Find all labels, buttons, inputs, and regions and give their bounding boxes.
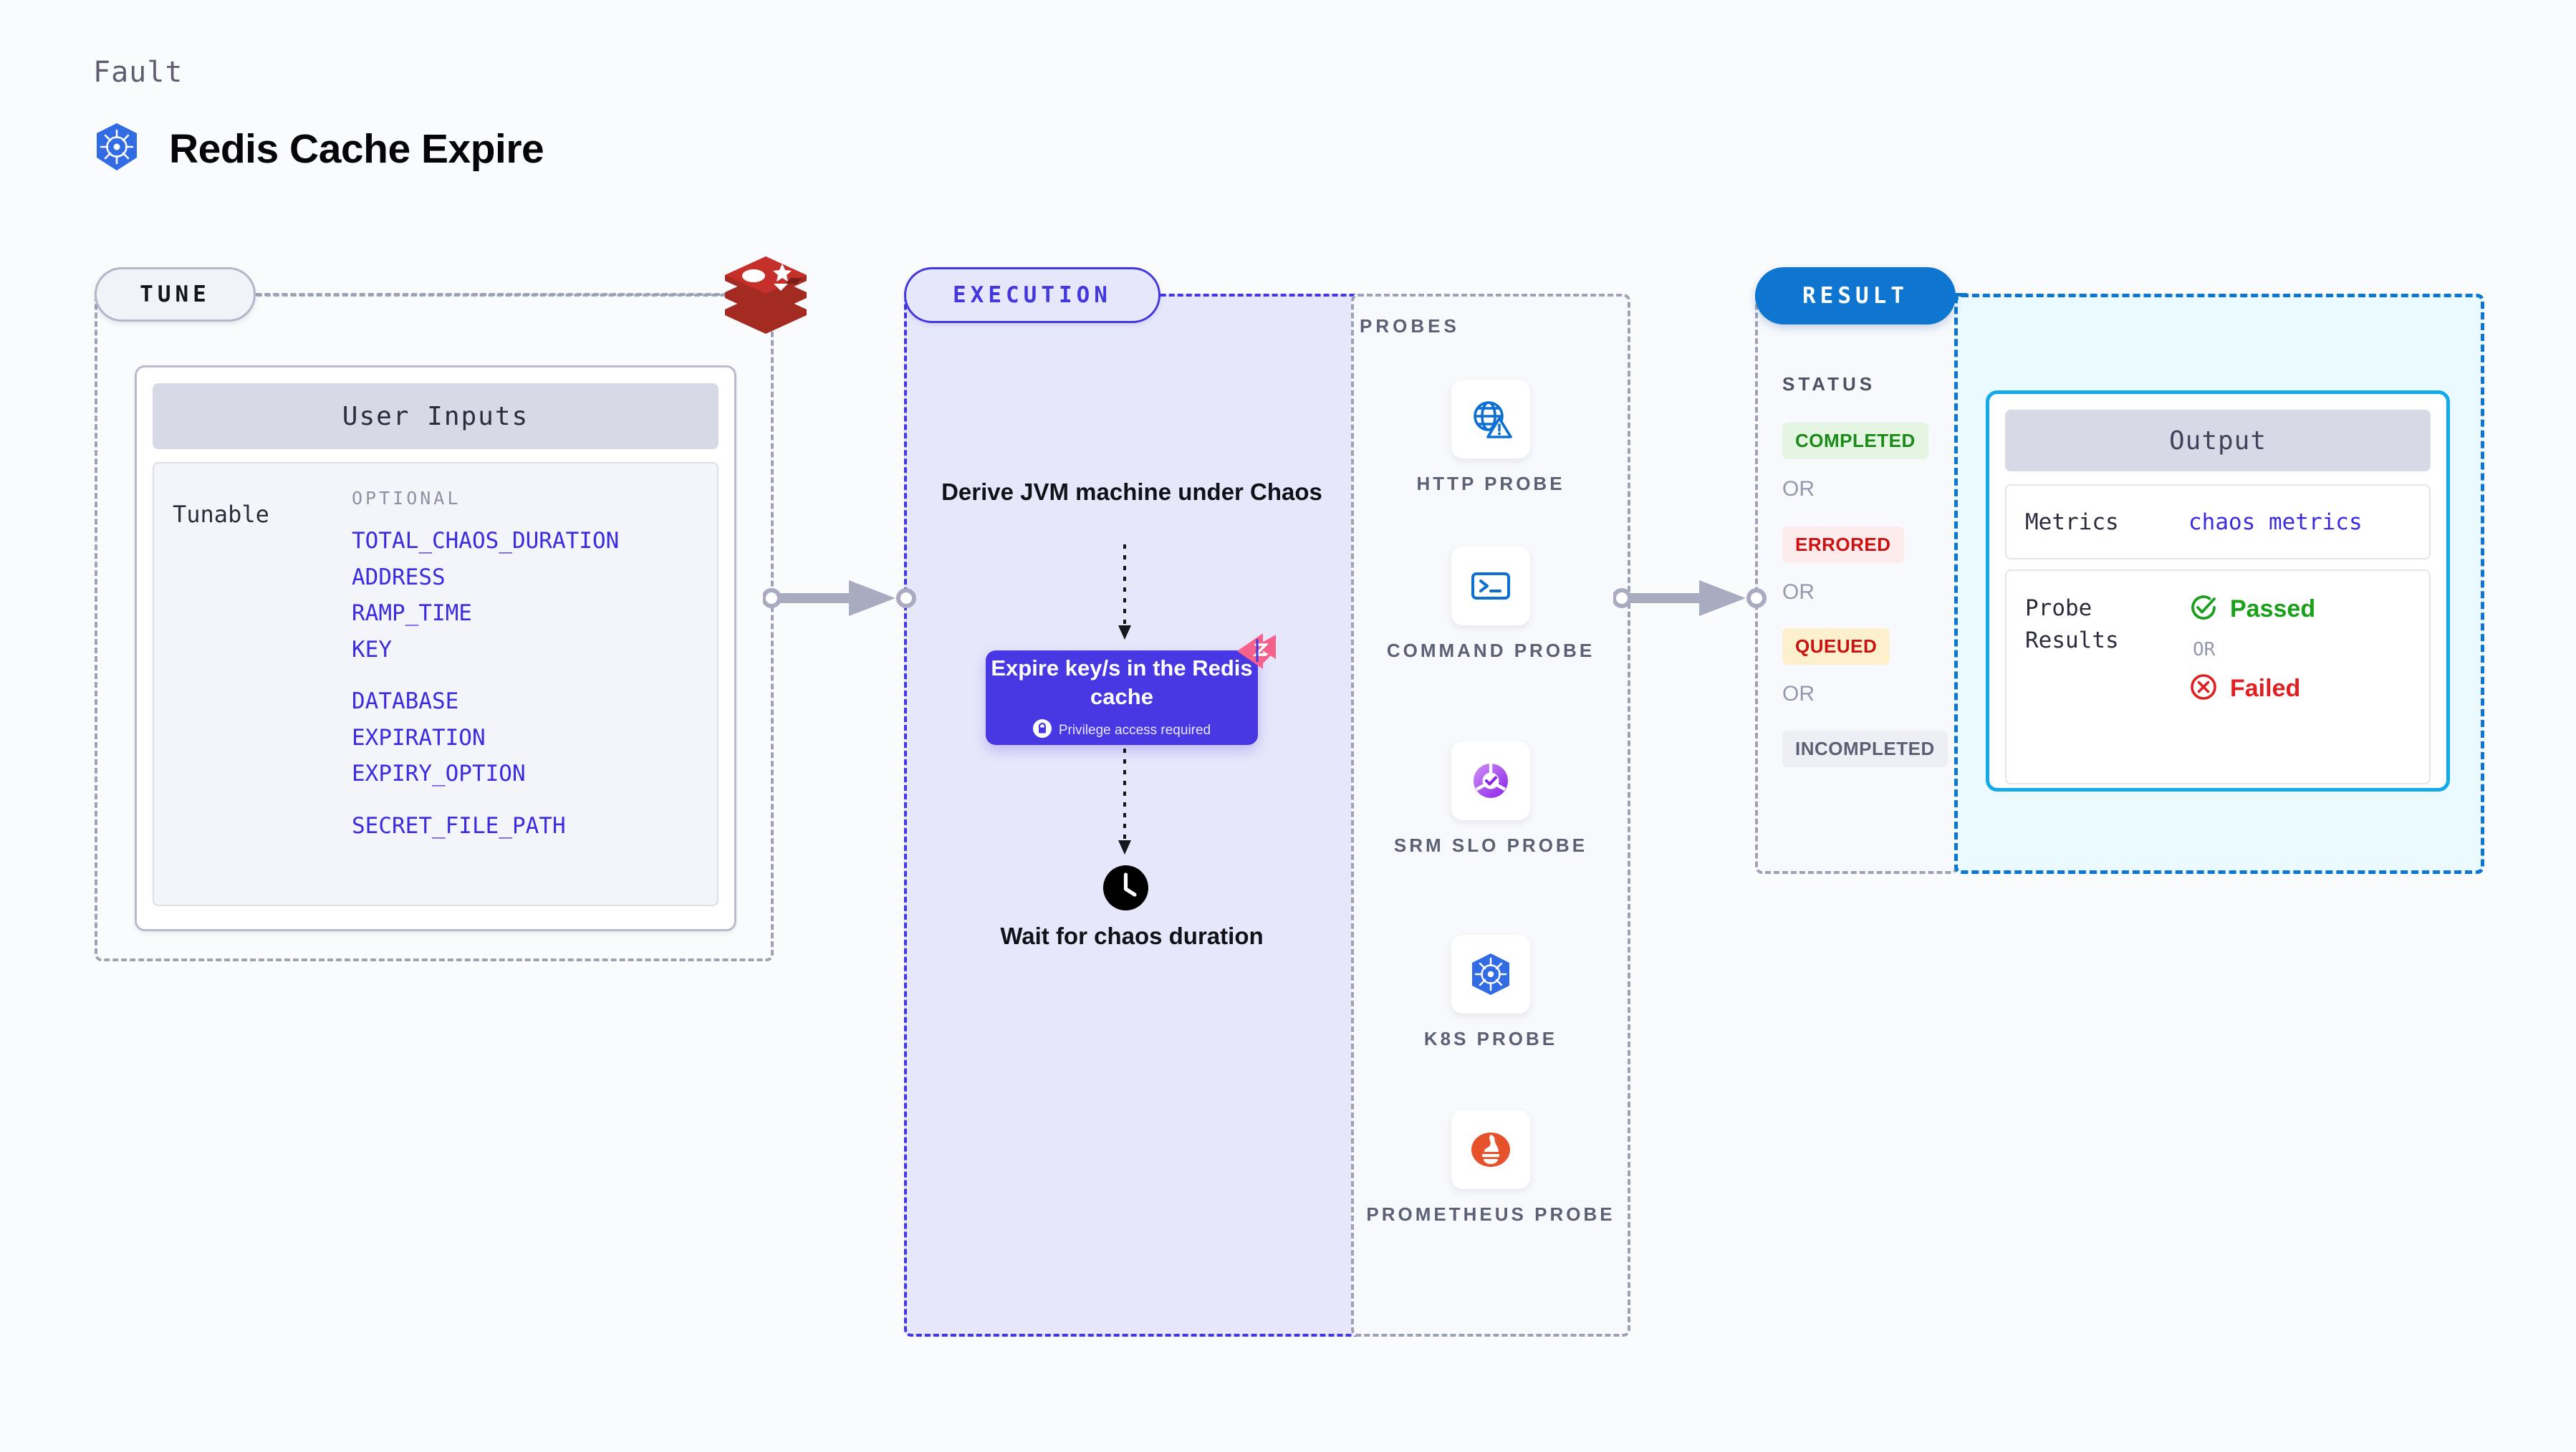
tunable-param-database[interactable]: DATABASE [352,688,459,715]
tunable-param-secret-file-path[interactable]: SECRET_FILE_PATH [352,812,566,839]
status-or-2: OR [1782,580,1815,604]
page-kicker: Fault [93,56,183,89]
tunable-param-ramp-time[interactable]: RAMP_TIME [352,600,472,627]
result-section-pill[interactable]: RESULT [1755,267,1956,324]
x-circle-icon [2188,672,2219,706]
execution-connector-2 [1114,749,1135,863]
tunable-param-key[interactable]: KEY [352,636,392,663]
user-inputs-header: User Inputs [153,383,719,449]
result-frame-connector [1953,293,1967,297]
redis-logo [719,248,812,337]
status-badge-incompleted: INCOMPLETED [1782,731,1948,767]
output-probe-results-row: Probe Results Passed OR [2005,569,2431,784]
status-badge-completed: COMPLETED [1782,423,1928,459]
clock-icon [1103,865,1148,910]
execution-action-card[interactable]: Expire key/s in the Redis cache Privileg… [986,650,1258,745]
execution-section-pill[interactable]: EXECUTION [904,267,1160,323]
page-title: Redis Cache Expire [169,125,544,172]
execution-step-1-label: Derive JVM machine under Chaos [941,479,1322,505]
tunable-param-expiry-option[interactable]: EXPIRY_OPTION [352,761,526,787]
status-or-3: OR [1782,682,1815,706]
prometheus-icon [1451,1110,1530,1189]
tunable-param-address[interactable]: ADDRESS [352,564,446,590]
probe-label-srm-slo: SRM SLO PROBE [1393,835,1588,856]
probe-result-failed: Failed [2188,672,2315,706]
lock-icon [1032,719,1052,741]
litmus-chaos-icon [1234,630,1279,672]
execution-connector-1 [1114,544,1135,648]
probe-item-http[interactable]: HTTP PROBE [1351,380,1630,496]
probes-title: PROBES [1360,315,1460,337]
status-badge-queued: QUEUED [1782,628,1890,665]
optional-group-label: OPTIONAL [352,488,461,509]
privilege-note-text: Privilege access required [1058,722,1211,738]
output-card: Output Metrics chaos metrics Probe Resul… [1986,390,2450,792]
output-probe-results-values: Passed OR Failed [2188,592,2315,761]
probe-item-srm-slo[interactable]: SRM SLO PROBE [1351,741,1630,858]
privilege-note: Privilege access required [1032,719,1211,741]
probe-result-failed-text: Failed [2230,675,2301,702]
status-badge-errored: ERRORED [1782,527,1904,563]
probe-item-prometheus[interactable]: PROMETHEUS PROBE [1351,1110,1630,1227]
page-title-row: Redis Cache Expire [93,122,544,176]
arrow-execution-to-result [1612,577,1771,623]
probe-label-command: COMMAND PROBE [1386,640,1595,661]
tunable-row-label: Tunable [173,501,269,528]
probe-label-prometheus: PROMETHEUS PROBE [1366,1203,1615,1225]
user-inputs-card: User Inputs Tunable OPTIONAL TOTAL_CHAOS… [135,365,736,931]
probe-item-command[interactable]: COMMAND PROBE [1351,547,1630,663]
probe-item-k8s[interactable]: K8S PROBE [1351,935,1630,1052]
status-or-1: OR [1782,477,1815,501]
tunable-param-total-chaos-duration[interactable]: TOTAL_CHAOS_DURATION [352,528,620,554]
execution-section-frame [904,294,1363,1337]
probe-result-or: OR [2193,639,2216,660]
user-inputs-body: Tunable OPTIONAL TOTAL_CHAOS_DURATION AD… [153,462,719,906]
output-metrics-label: Metrics [2025,509,2119,535]
terminal-icon [1451,547,1530,625]
tunable-param-expiration[interactable]: EXPIRATION [352,724,486,751]
output-header: Output [2005,410,2431,471]
kubernetes-icon [93,122,140,176]
output-metrics-row: Metrics chaos metrics [2005,484,2431,559]
probe-label-k8s: K8S PROBE [1423,1028,1558,1049]
tune-section-pill[interactable]: TUNE [95,267,256,322]
output-probe-results-label: Probe Results [2025,595,2119,653]
probe-result-passed-text: Passed [2230,595,2316,622]
tune-to-redis-connector [256,293,729,296]
output-metrics-value[interactable]: chaos metrics [2188,509,2363,535]
check-circle-icon [2188,592,2219,626]
probe-label-http: HTTP PROBE [1416,473,1565,494]
probe-result-passed: Passed [2188,592,2315,626]
kubernetes-icon [1451,935,1530,1014]
execution-step-2-label: Wait for chaos duration [1000,923,1264,949]
arrow-tune-to-execution [761,577,921,623]
srm-slo-donut-icon [1451,741,1530,820]
status-title: STATUS [1782,373,1876,395]
execution-action-title: Expire key/s in the Redis cache [991,655,1253,709]
tunable-param-list: OPTIONAL TOTAL_CHAOS_DURATION ADDRESS RA… [352,488,619,880]
globe-alert-icon [1451,380,1530,458]
